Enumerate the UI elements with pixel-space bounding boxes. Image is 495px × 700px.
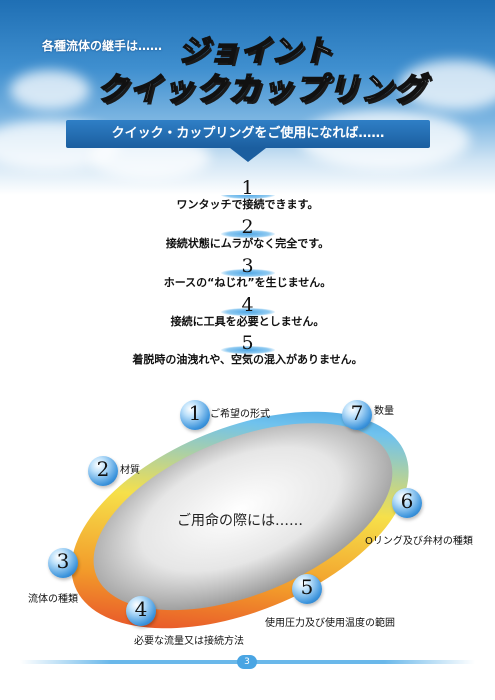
banner: クイック・カップリングをご使用になれば…… bbox=[66, 120, 430, 148]
page-number: 3 bbox=[237, 655, 257, 669]
item-label-6: Oリング及び弁材の種類 bbox=[365, 536, 473, 547]
banner-arrow-icon bbox=[230, 148, 266, 162]
item-ball-3: 3 bbox=[48, 548, 78, 578]
item-label-5: 使用圧力及び使用温度の範囲 bbox=[265, 618, 395, 629]
item-ball-7: 7 bbox=[342, 400, 372, 430]
item-ball-4: 4 bbox=[126, 596, 156, 626]
item-label-4: 必要な流量又は接続方法 bbox=[134, 636, 244, 647]
header-title-line2: クイックカップリング bbox=[95, 69, 427, 109]
feature-number: 1 bbox=[241, 177, 254, 199]
header-title-line1: ジョイント bbox=[177, 33, 333, 70]
feature-number: 5 bbox=[241, 332, 254, 354]
feature-point-4: 4 接続に工具を必要としません。 bbox=[0, 294, 495, 329]
item-label-2: 材質 bbox=[120, 465, 140, 476]
feature-text: 着脱時の油洩れや、空気の混入がありません。 bbox=[132, 353, 363, 366]
item-ball-5: 5 bbox=[292, 574, 322, 604]
feature-number: 2 bbox=[241, 216, 254, 238]
header-subtitle: 各種流体の継手は…… bbox=[42, 39, 163, 53]
feature-point-3: 3 ホースの“ねじれ”を生じません。 bbox=[0, 255, 495, 290]
item-ball-6: 6 bbox=[392, 488, 422, 518]
item-ball-2: 2 bbox=[88, 456, 118, 486]
feature-point-1: 1 ワンタッチで接続できます。 bbox=[0, 177, 495, 212]
feature-text: 接続に工具を必要としません。 bbox=[170, 315, 325, 328]
diagram-center-text: ご用命の際には…… bbox=[177, 513, 303, 529]
feature-point-2: 2 接続状態にムラがなく完全です。 bbox=[0, 216, 495, 251]
feature-number: 3 bbox=[241, 255, 254, 277]
item-ball-1: 1 bbox=[180, 400, 210, 430]
feature-text: 接続状態にムラがなく完全です。 bbox=[165, 237, 330, 250]
feature-text: ホースの“ねじれ”を生じません。 bbox=[163, 276, 332, 289]
feature-number: 4 bbox=[241, 294, 254, 316]
item-label-7: 数量 bbox=[374, 406, 394, 417]
item-label-1: ご希望の形式 bbox=[210, 409, 270, 420]
feature-text: ワンタッチで接続できます。 bbox=[176, 198, 319, 211]
item-label-3: 流体の種類 bbox=[28, 594, 78, 605]
feature-point-5: 5 着脱時の油洩れや、空気の混入がありません。 bbox=[0, 332, 495, 367]
